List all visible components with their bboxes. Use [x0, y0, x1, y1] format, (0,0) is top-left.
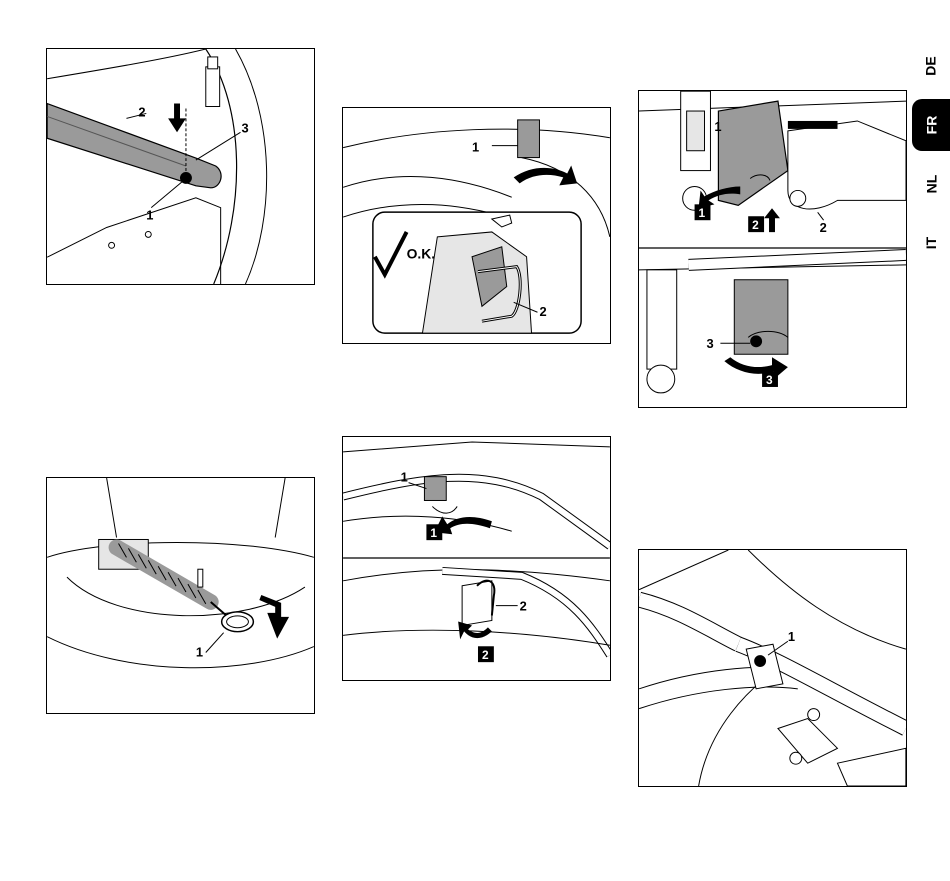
figure-clip-removal: 1 1 2 2 — [342, 436, 611, 681]
down-arrow-icon — [168, 104, 186, 133]
bolt-point — [754, 655, 766, 667]
figure-bracket-hook: 1 2 1 2 3 3 — [638, 90, 907, 408]
callout-1: 1 — [788, 629, 795, 644]
callout-2: 2 — [138, 104, 145, 119]
tab-de[interactable]: DE — [912, 40, 950, 92]
figure-frame-bolt: 1 — [638, 549, 907, 787]
svg-text:2: 2 — [752, 218, 759, 232]
spring-coils — [117, 543, 211, 603]
svg-text:1: 1 — [699, 206, 706, 220]
callout-1: 1 — [401, 470, 408, 485]
figure-spring: 1 — [46, 477, 315, 714]
svg-text:1: 1 — [430, 526, 437, 540]
tab-nl[interactable]: NL — [912, 158, 950, 210]
up-arrow-icon — [764, 208, 780, 232]
ok-label: O.K. — [407, 246, 436, 262]
callout-1: 1 — [714, 119, 721, 134]
figure-clip-ok: O.K. 1 2 — [342, 107, 611, 344]
svg-text:3: 3 — [766, 373, 773, 387]
callout-1: 1 — [196, 644, 203, 659]
tab-it[interactable]: IT — [912, 217, 950, 269]
figure-lever-pin: 2 3 1 — [46, 48, 315, 285]
figure-frame-bolt-drawing: 1 — [639, 550, 906, 786]
figure-clip-ok-drawing: O.K. 1 2 — [343, 108, 610, 343]
callout-2: 2 — [520, 599, 527, 614]
rotate-arrow-icon — [259, 595, 289, 639]
figure-spring-drawing: 1 — [47, 478, 314, 713]
curved-arrow-icon — [434, 516, 492, 534]
tab-fr[interactable]: FR — [912, 99, 950, 151]
curved-arrow-icon — [724, 357, 788, 379]
callout-3: 3 — [241, 120, 248, 135]
callout-2: 2 — [820, 220, 827, 235]
callout-1: 1 — [146, 208, 153, 223]
curved-arrow-icon — [458, 621, 492, 639]
figure-clip-removal-drawing: 1 1 2 2 — [343, 437, 610, 680]
language-tabs: DE FR NL IT — [912, 40, 950, 276]
curved-arrow-icon — [514, 166, 577, 186]
figure-lever-pin-drawing: 2 3 1 — [47, 49, 314, 284]
figure-bracket-hook-drawing: 1 2 1 2 3 3 — [639, 91, 906, 407]
callout-2: 2 — [539, 304, 546, 319]
callout-1: 1 — [472, 140, 479, 155]
callout-3: 3 — [706, 336, 713, 351]
svg-text:2: 2 — [482, 648, 489, 662]
